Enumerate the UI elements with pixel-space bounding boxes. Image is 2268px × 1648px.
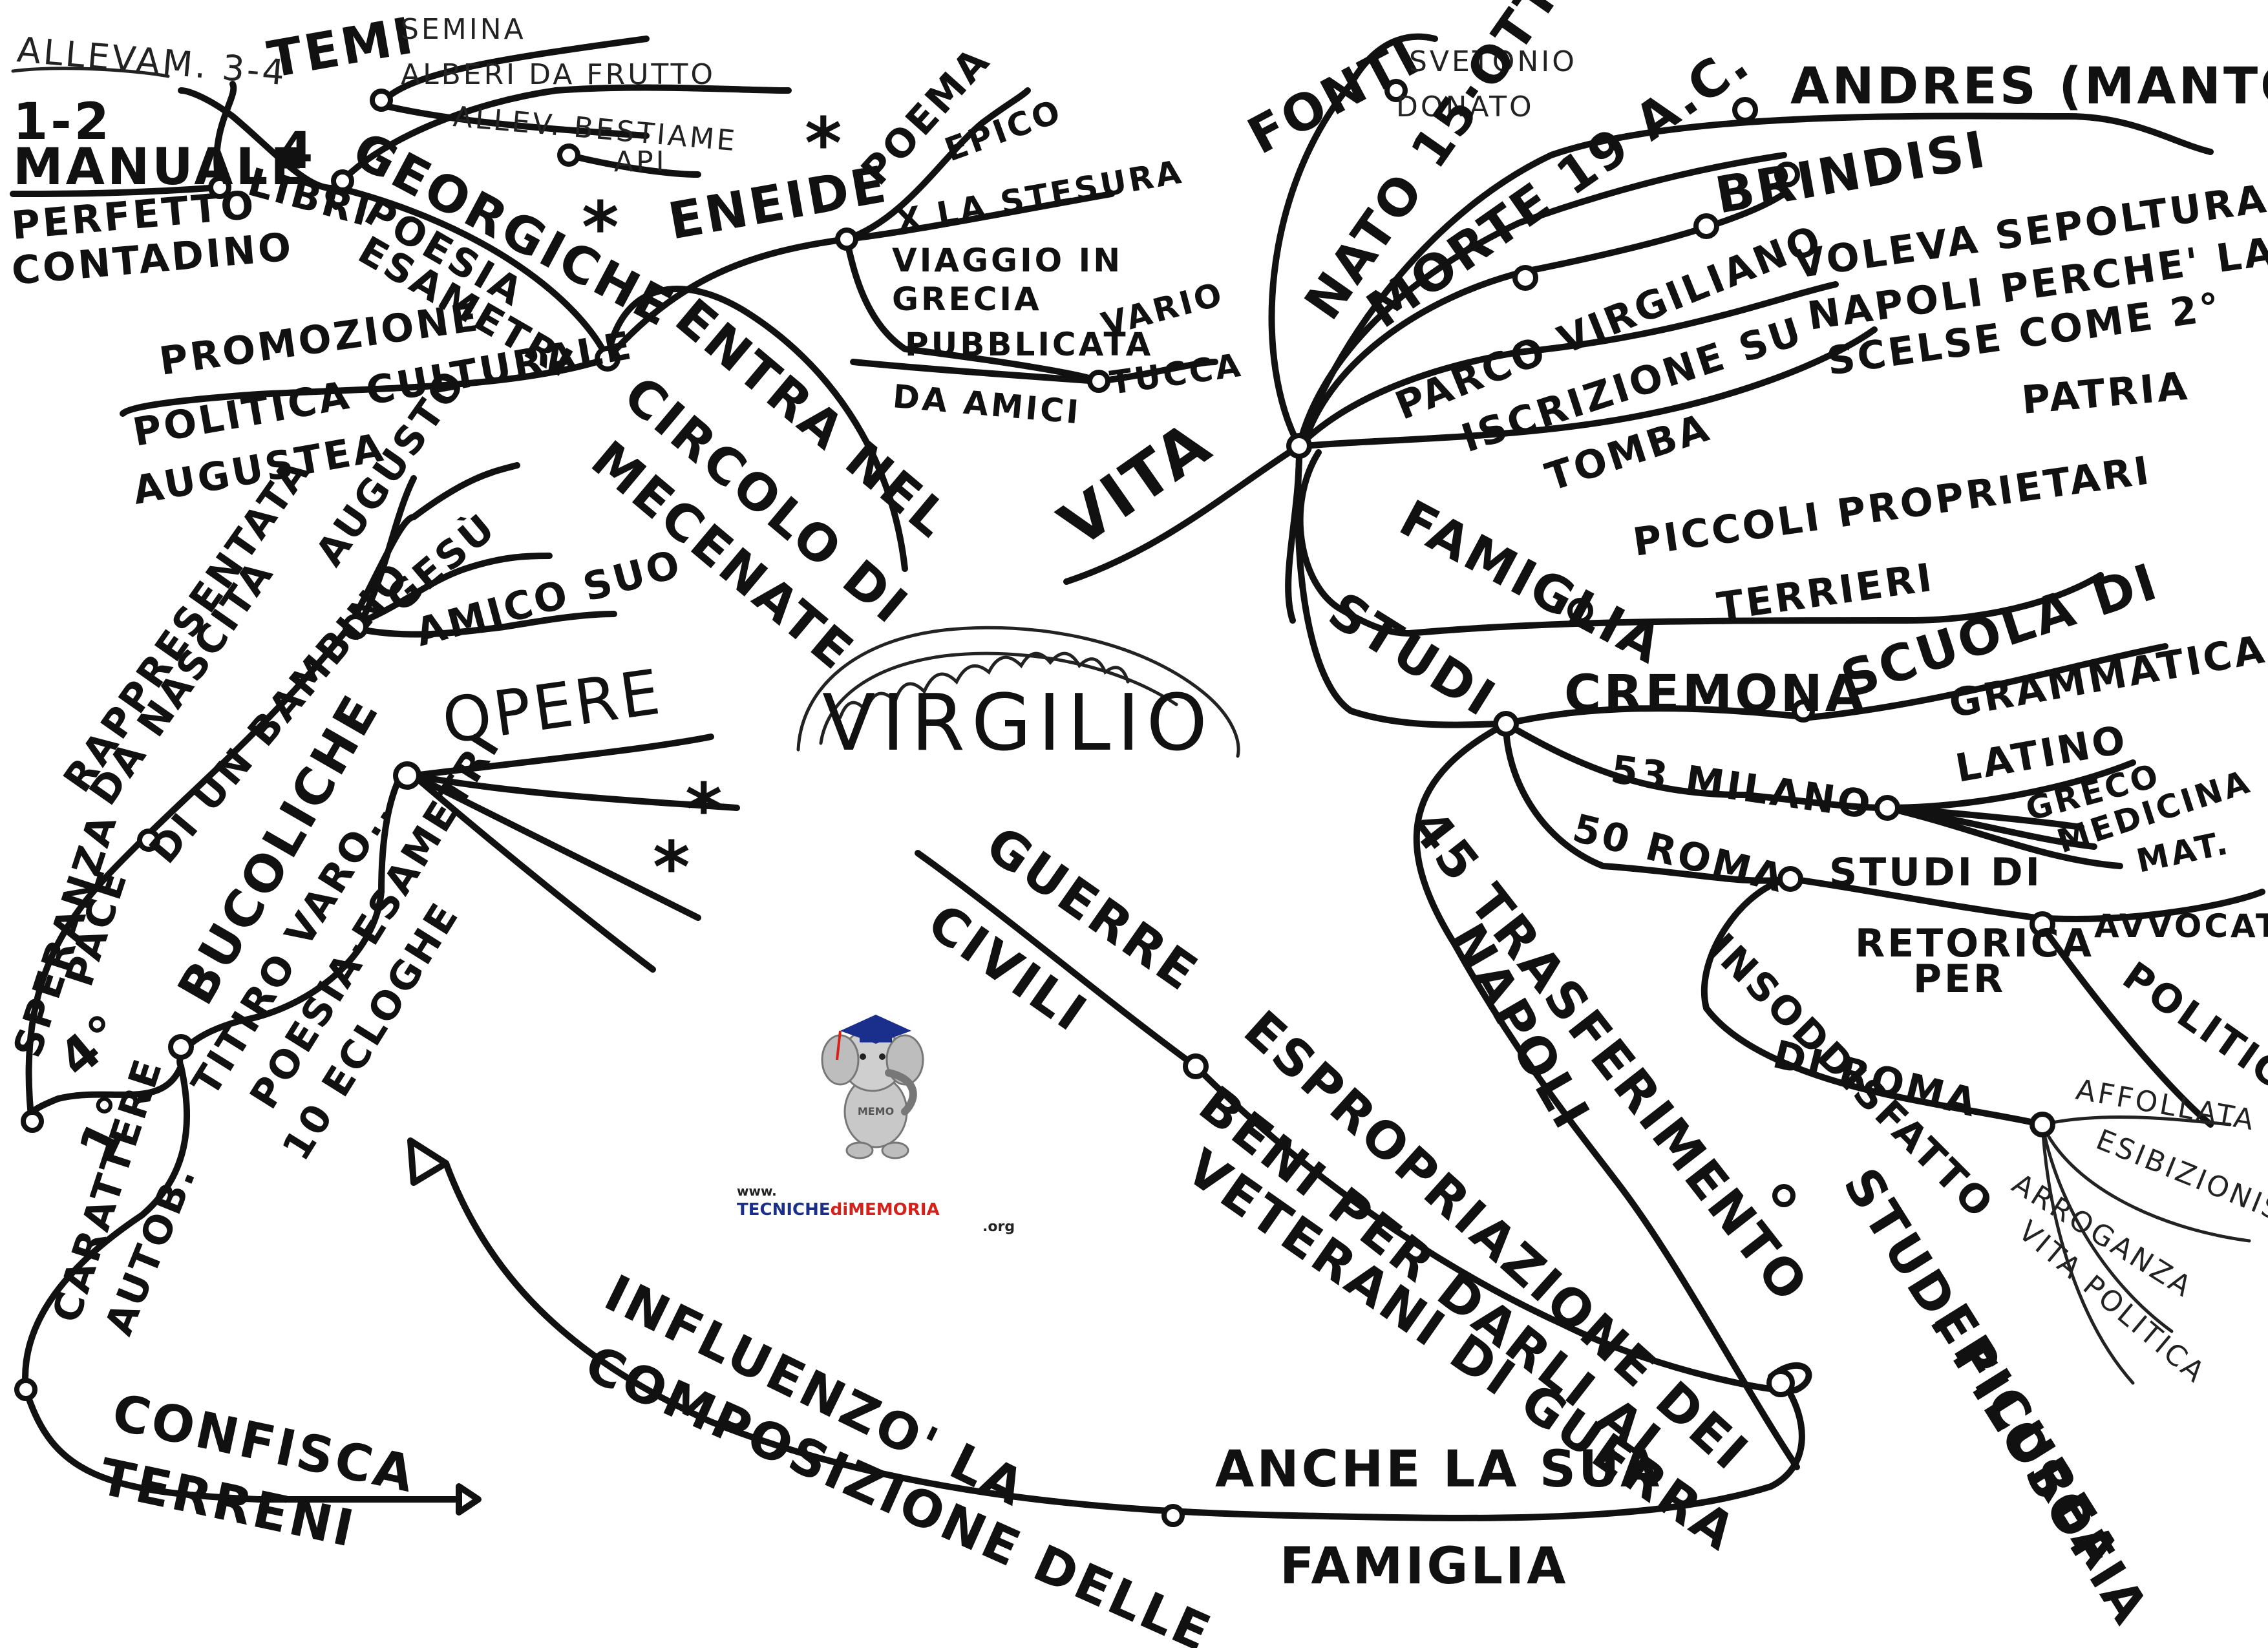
logo-memoria: MEMORIA: [848, 1200, 939, 1220]
logo-tecniche: TECNICHE: [737, 1200, 831, 1220]
eneide-viaggio-2: GRECIA: [892, 280, 1042, 318]
temi-api: API: [614, 145, 667, 178]
fonti-donato: DONATO: [1396, 90, 1534, 123]
logo-org: .org: [982, 1219, 1015, 1235]
logo-www: www.: [737, 1183, 777, 1199]
roma-label: 50 ROMA: [1568, 806, 1790, 902]
logo-brand-tecniche: TECNICHEdiMEMORIA: [737, 1200, 940, 1220]
famiglia-item-1: PICCOLI PROPRIETARI: [1630, 448, 2154, 565]
eneide-pubblicata: PUBBLICATA: [905, 326, 1153, 363]
temi-bestiame: ALLEV. BESTIAME: [452, 100, 739, 158]
center-node: VIRGILIO: [796, 626, 1240, 768]
morte-place: BRINDISI: [1712, 120, 1992, 225]
georgiche-star: *: [582, 186, 622, 269]
libri-number: 4: [278, 122, 315, 180]
elephant-mascot-icon: MEMO: [821, 1015, 924, 1159]
temi-semina: SEMINA: [401, 13, 526, 46]
milano-label: 53 MILANO: [1608, 747, 1876, 829]
guerre-famiglia-2: FAMIGLIA: [1280, 1537, 1568, 1596]
eneide-vario: VARIO: [1097, 275, 1228, 343]
influenzo-2: COMPOSIZIONE DELLE: [577, 1335, 1220, 1648]
eneide-star: *: [805, 102, 845, 185]
eneide-amici: DA AMICI: [891, 377, 1083, 431]
manuale-number: 1-2: [13, 93, 112, 151]
center-cloud-decoration: [796, 626, 1240, 758]
guerre-famiglia-1: ANCHE LA SUA: [1215, 1441, 1662, 1499]
retorica-1: STUDI DI: [1829, 850, 2042, 895]
logo-di: di: [831, 1200, 849, 1220]
retorica-3: PER: [1913, 956, 2006, 1002]
center-label: VIRGILIO: [822, 679, 1214, 768]
parco-note-4: PATRIA: [2020, 364, 2191, 423]
mascot-shirt-text: MEMO: [858, 1105, 894, 1117]
allevam-label: ALLEVAM. 3-4: [16, 29, 289, 93]
tecniche-di-memoria-logo[interactable]: MEMO www. TECNICHEdiMEMORIA .org: [737, 1015, 1015, 1235]
fonti-svetonio: SVETONIO: [1409, 45, 1577, 78]
eneide-viaggio-1: VIAGGIO IN: [892, 242, 1123, 279]
opere-star-2: *: [653, 826, 693, 909]
avvocato-label: AVVOCATO: [2094, 907, 2268, 945]
guerre-branch: GUERRE CIVILI ESPROPRIAZIONE DEI BENI PE…: [407, 816, 1812, 1648]
cremona-label: CREMONA: [1564, 665, 1867, 723]
temi-label: TEMI: [264, 6, 419, 89]
nato-place: ANDRES (MANTOVA): [1790, 58, 2268, 116]
eneide-poema: POEMA: [853, 37, 999, 194]
manuale-label: MANUALE: [13, 138, 308, 196]
retorica-2: RETORICA: [1855, 921, 2094, 966]
temi-alberi: ALBERI DA FRUTTO: [401, 58, 715, 91]
opere-star-1: *: [685, 768, 725, 850]
